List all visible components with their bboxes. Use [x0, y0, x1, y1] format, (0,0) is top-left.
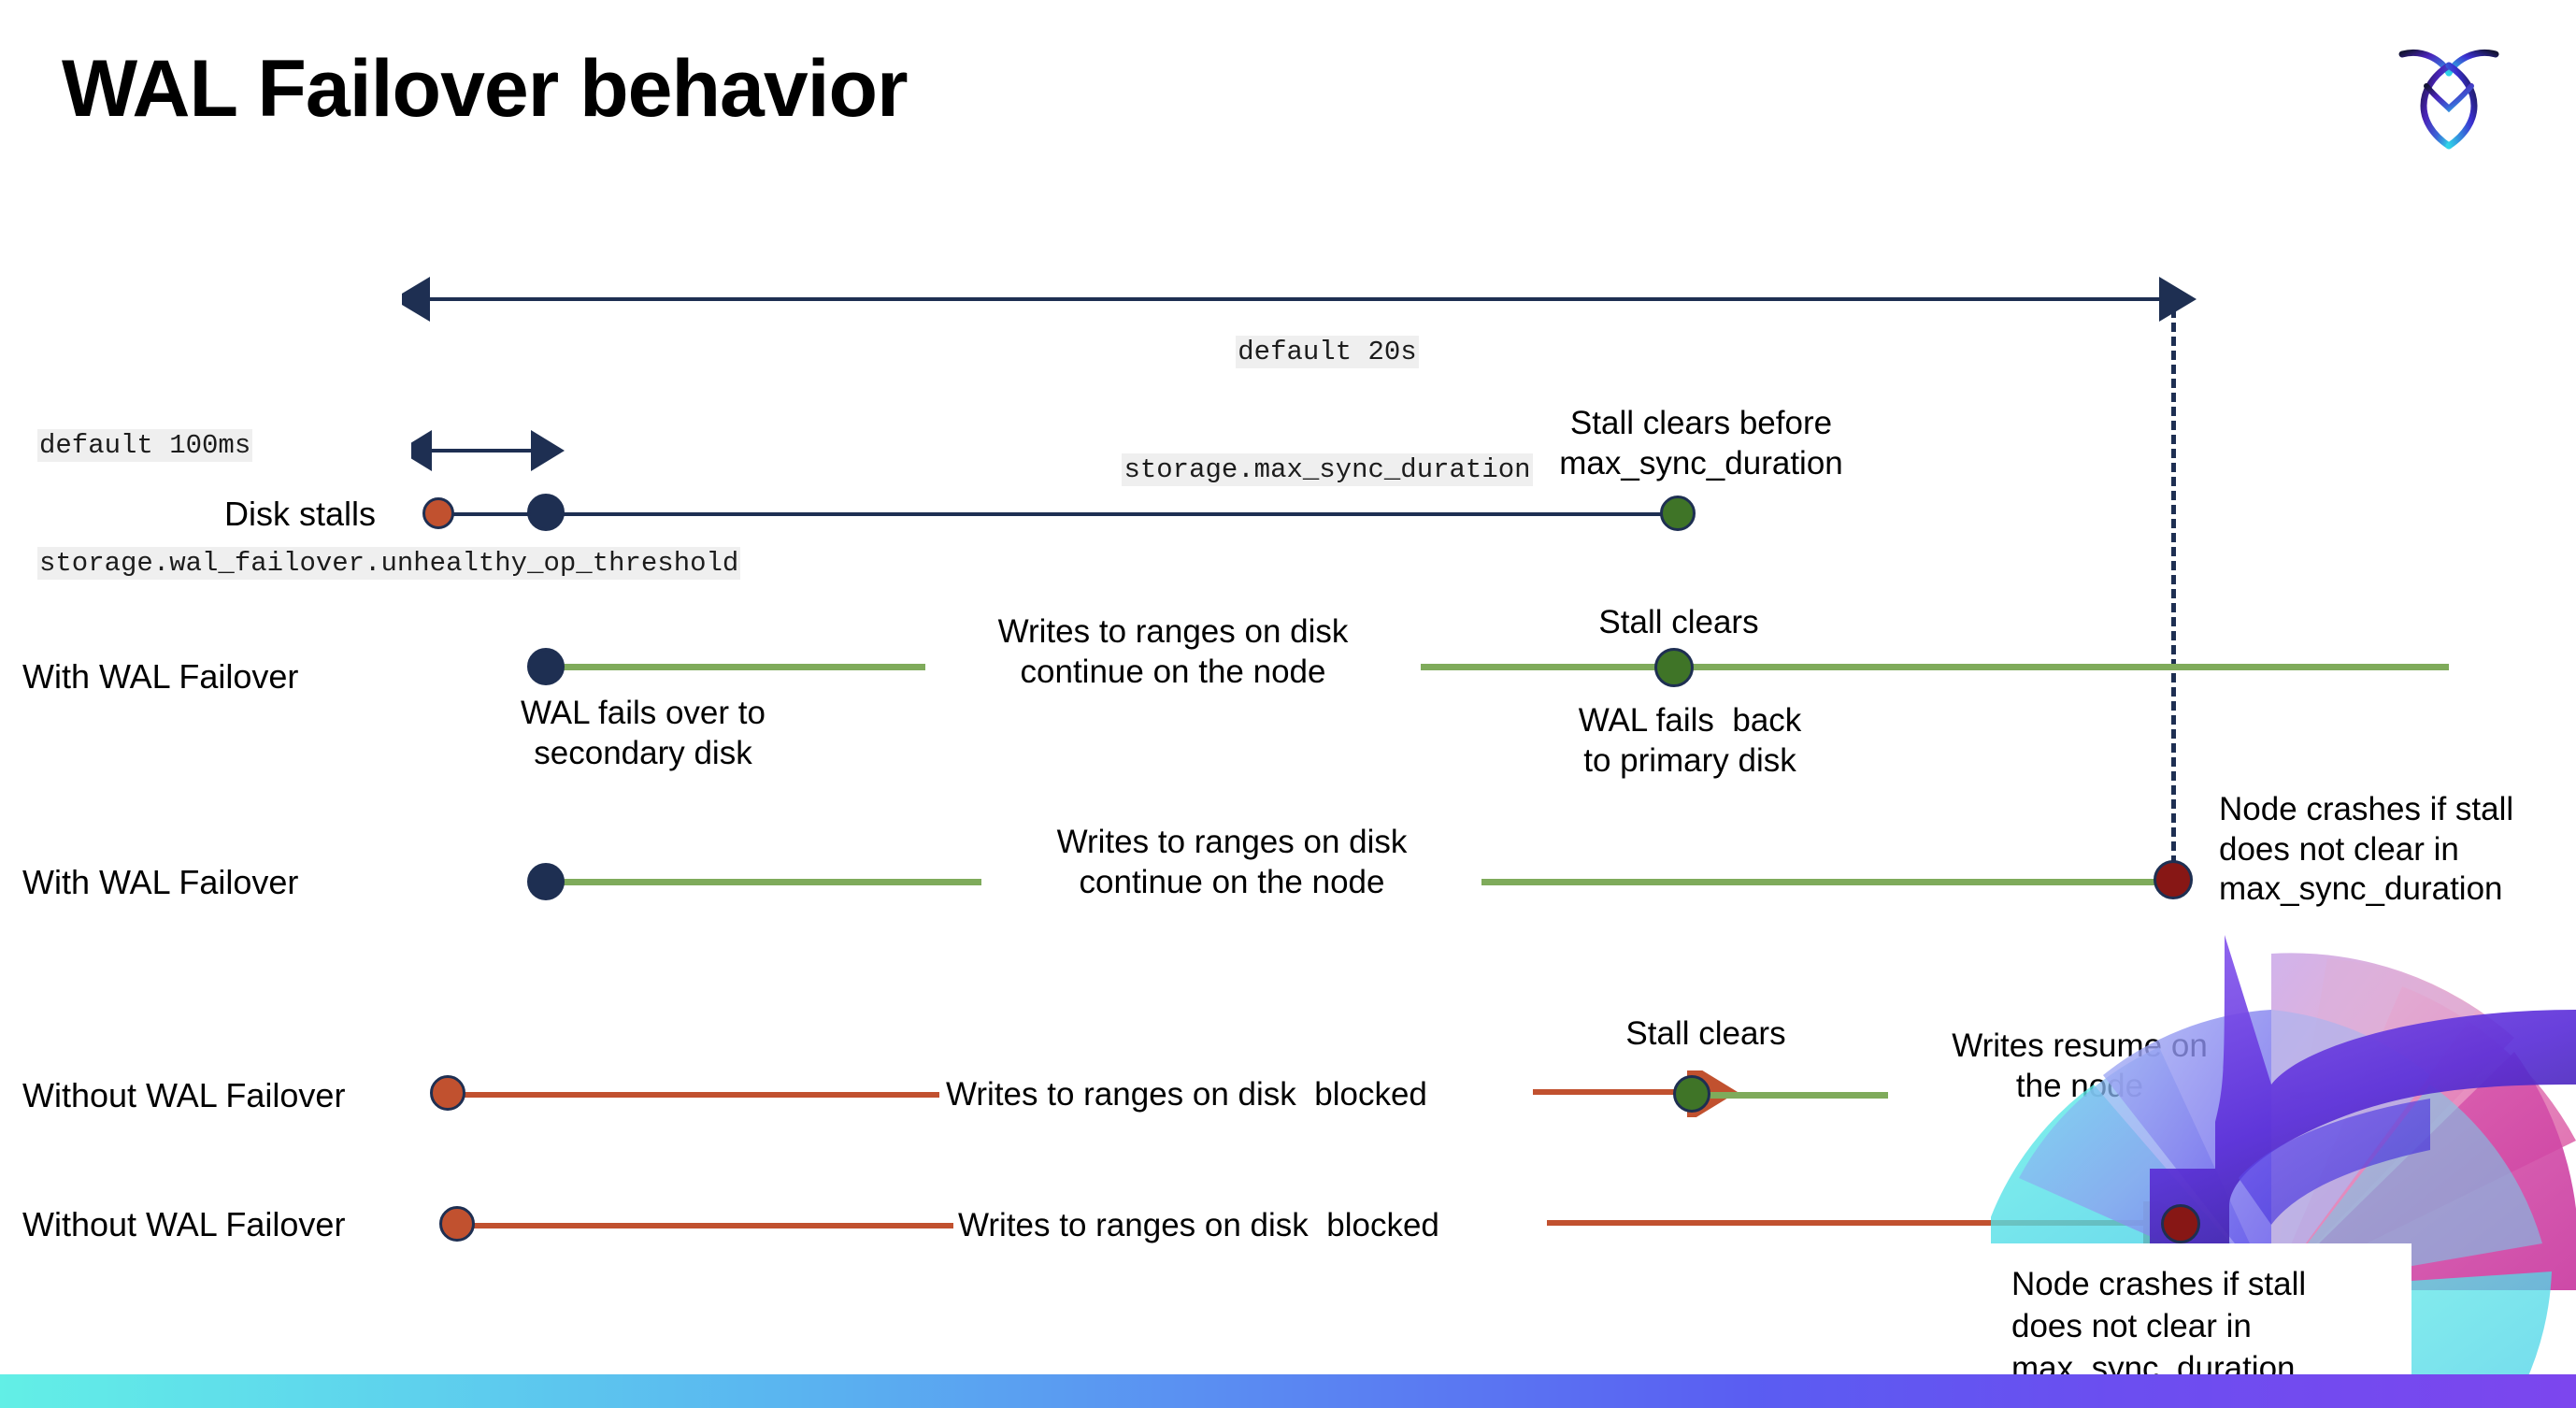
without-wal-failover-2-blocked-line-a	[467, 1223, 953, 1228]
writes-resume-label: Writes resume on the node	[1952, 1027, 2208, 1104]
writes-blocked-label-1: Writes to ranges on disk blocked	[946, 1076, 1427, 1113]
with-wal-failover-2-segment-a	[542, 879, 981, 885]
unhealthy-op-setting-text: storage.wal_failover.unhealthy_op_thresh…	[37, 547, 741, 581]
without-wal-failover-1-blocked-line	[453, 1092, 939, 1098]
with-wal-failover-1-segment-b	[1421, 664, 2449, 670]
writes-continue-label-1: Writes to ranges on disk continue on the…	[997, 613, 1349, 690]
with-wal-failover-1-start-dot	[527, 648, 565, 685]
without-wal-failover-1-resume-line-a	[1696, 1092, 1888, 1099]
disk-stalls-start-dot	[422, 497, 454, 529]
max-sync-setting-text: storage.max_sync_duration	[1122, 453, 1533, 487]
bottom-gradient-bar	[0, 1374, 2576, 1408]
unhealthy-op-threshold-annotation: default 100ms storage.wal_failover.unhea…	[37, 348, 741, 662]
max-sync-duration-annotation: default 20s storage.max_sync_duration	[1028, 254, 1626, 568]
without-wal-failover-2-start-dot	[439, 1206, 475, 1242]
with-wal-failover-1-clear-dot	[1654, 648, 1694, 687]
stall-clears-label-2: Stall clears	[1625, 1015, 1786, 1052]
disk-stalls-failover-dot	[527, 494, 565, 531]
page-title: WAL Failover behavior	[62, 44, 909, 134]
row-label-with-wal-failover-2: With WAL Failover	[22, 863, 299, 901]
without-wal-failover-1-resume-line-b	[2290, 1092, 2426, 1099]
row-label-with-wal-failover-1: With WAL Failover	[22, 657, 299, 696]
node-crashes-label-1: Node crashes if stall does not clear in …	[2219, 791, 2514, 908]
wal-fails-over-label: WAL fails over to secondary disk	[521, 695, 766, 771]
row-label-without-wal-failover-1: Without WAL Failover	[22, 1076, 346, 1114]
node-crashes-label-2: Node crashes if stall does not clear in …	[2011, 1266, 2307, 1386]
max-sync-duration-dropline	[2171, 309, 2176, 879]
wal-fails-back-label: WAL fails back to primary disk	[1578, 702, 1802, 779]
without-wal-failover-2-blocked-arrow	[1547, 1201, 2182, 1248]
without-wal-failover-1-blocked-arrow	[1533, 1070, 1738, 1117]
disk-stalls-clear-dot	[1660, 496, 1696, 531]
without-wal-failover-1-start-dot	[430, 1075, 465, 1111]
max-sync-default-text: default 20s	[1236, 336, 1419, 369]
without-wal-failover-1-clear-dot	[1673, 1075, 1710, 1113]
stall-clears-label-1: Stall clears	[1598, 604, 1759, 640]
row-label-disk-stalls: Disk stalls	[224, 495, 377, 533]
max-sync-duration-span-arrow	[402, 277, 2197, 322]
with-wal-failover-2-crash-dot	[2154, 860, 2193, 899]
cockroachdb-logo-icon	[2383, 28, 2514, 159]
disk-stalls-timeline	[439, 512, 1682, 516]
row-label-without-wal-failover-2: Without WAL Failover	[22, 1205, 346, 1243]
with-wal-failover-2-segment-b	[1481, 879, 2173, 885]
without-wal-failover-2-crash-dot	[2161, 1204, 2200, 1243]
unhealthy-op-threshold-span-arrow	[411, 430, 565, 471]
unhealthy-op-default-text: default 100ms	[37, 429, 253, 463]
with-wal-failover-1-segment-a	[542, 664, 925, 670]
stall-clears-before-label: Stall clears before max_sync_duration	[1559, 405, 1843, 481]
writes-continue-label-2: Writes to ranges on disk continue on the…	[1056, 824, 1408, 900]
with-wal-failover-2-start-dot	[527, 863, 565, 900]
writes-blocked-label-2: Writes to ranges on disk blocked	[958, 1207, 1439, 1243]
